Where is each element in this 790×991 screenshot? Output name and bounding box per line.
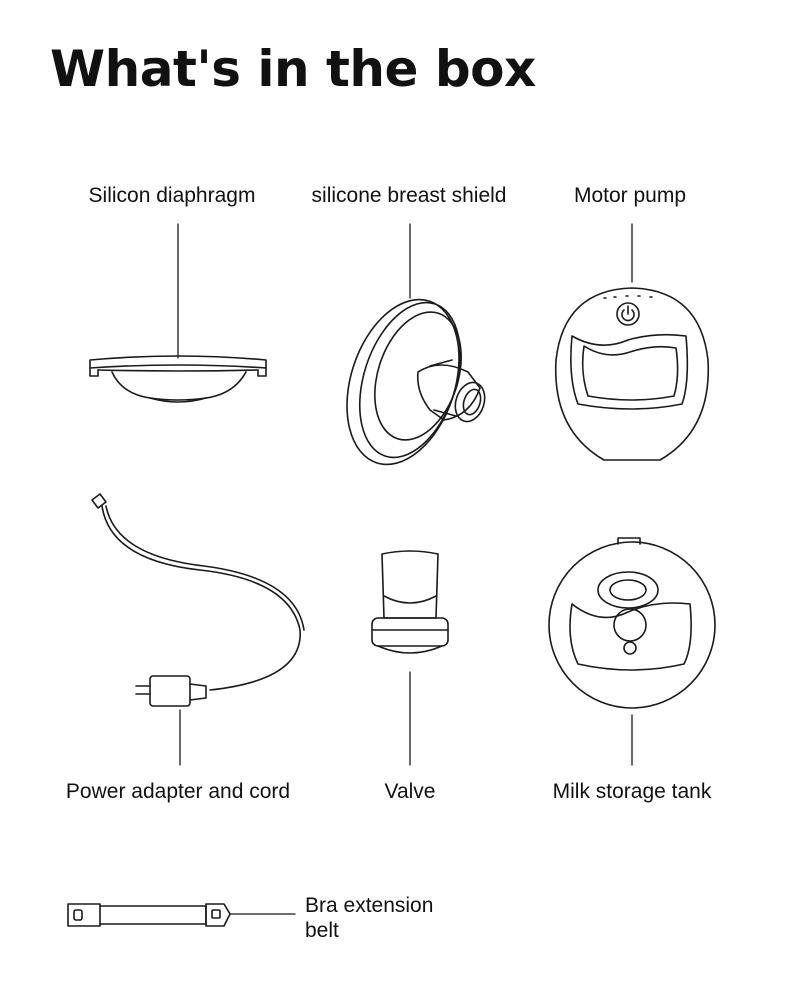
valve-icon — [372, 551, 448, 653]
label-silicon-diaphragm: Silicon diaphragm — [88, 184, 256, 207]
leader-lines — [178, 224, 632, 914]
label-power-adapter: Power adapter and cord — [65, 780, 291, 803]
motor-pump-icon — [556, 288, 709, 460]
label-breast-shield: silicone breast shield — [311, 184, 507, 207]
page-title: What's in the box — [50, 40, 536, 98]
label-valve: Valve — [384, 780, 436, 803]
label-milk-tank: Milk storage tank — [552, 780, 712, 803]
silicon-diaphragm-icon — [90, 356, 266, 402]
label-motor-pump: Motor pump — [573, 184, 687, 207]
breast-shield-icon — [327, 285, 489, 479]
bra-belt-icon — [68, 904, 230, 926]
label-bra-belt: Bra extension belt — [305, 894, 434, 942]
milk-tank-icon — [549, 538, 715, 708]
power-adapter-icon — [92, 494, 304, 706]
